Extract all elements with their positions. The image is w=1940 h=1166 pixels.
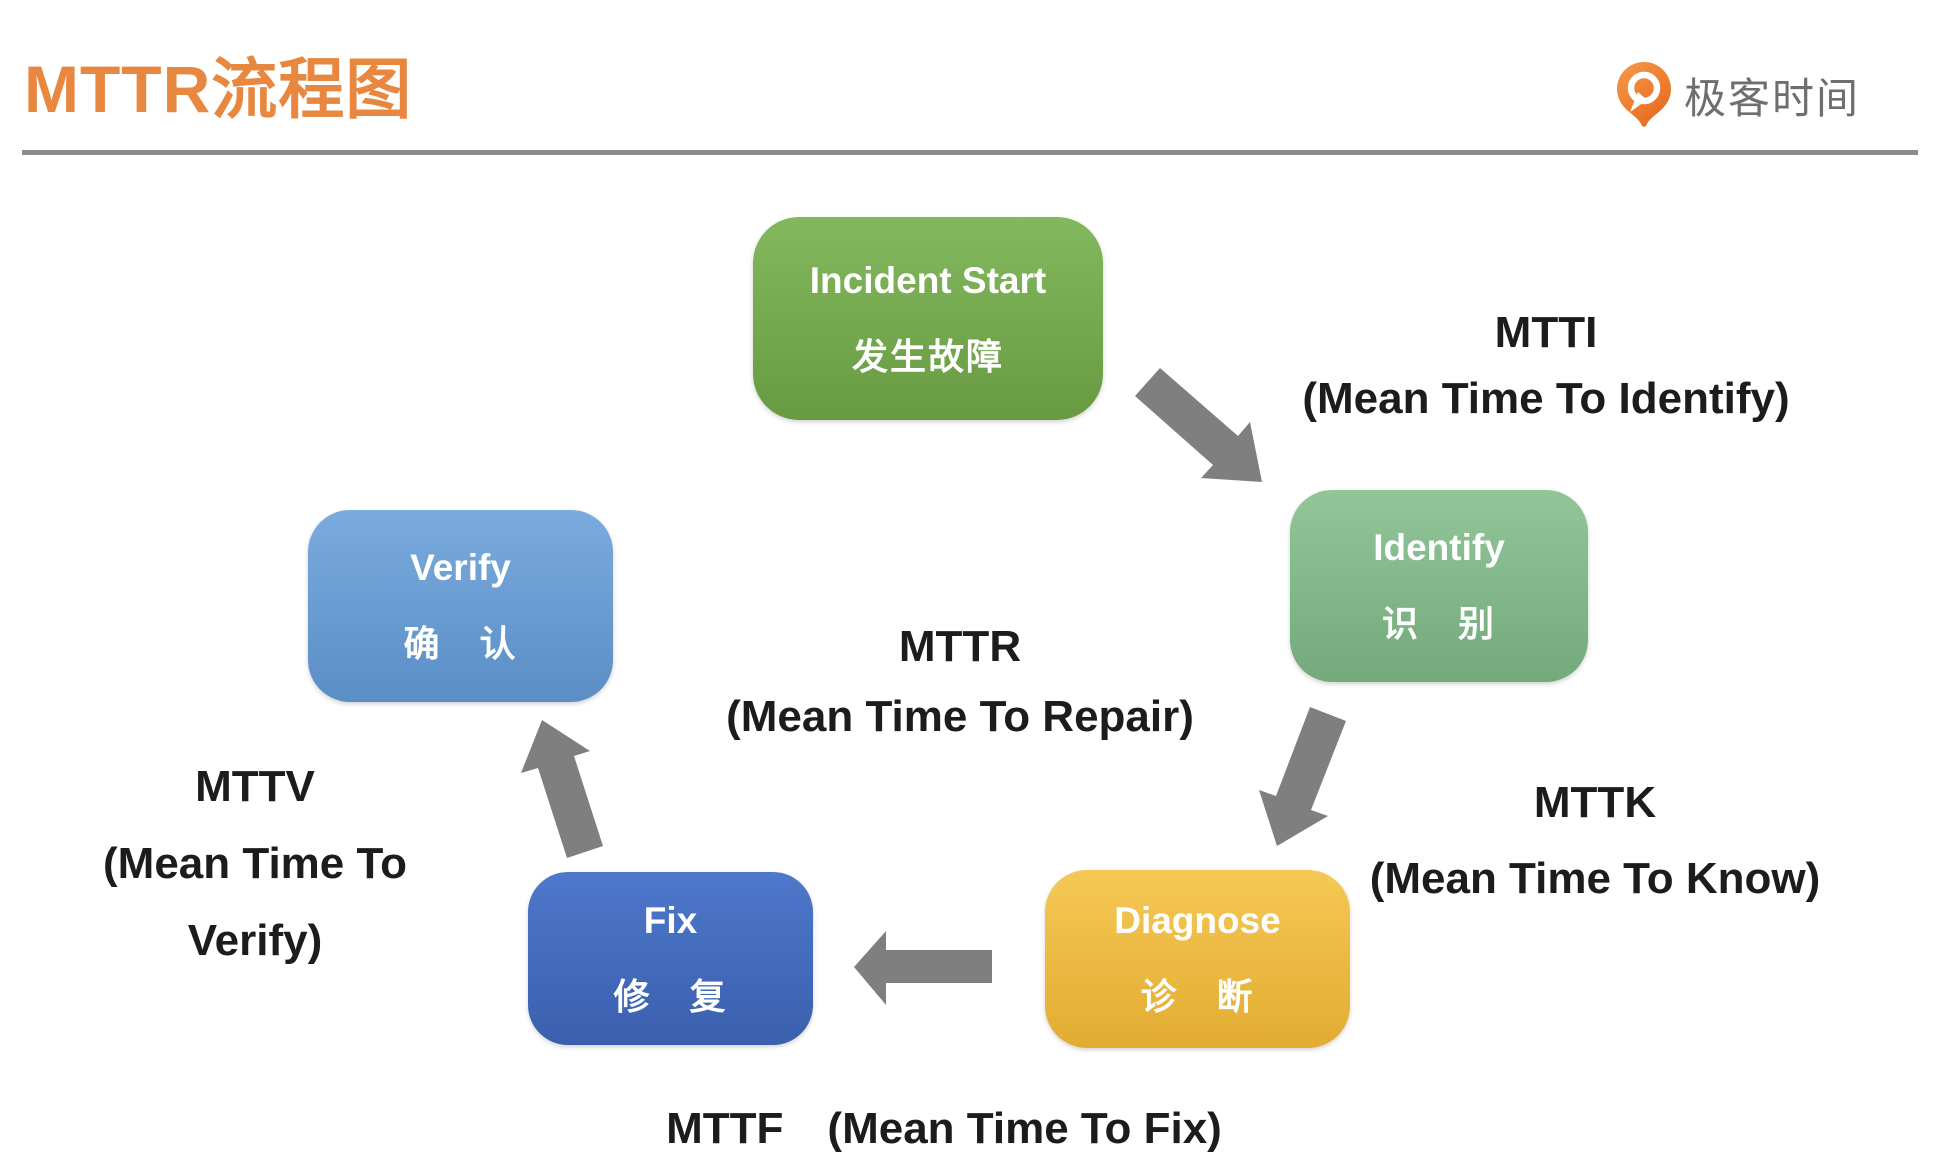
- arrow-incident-to-identify: [1135, 368, 1262, 482]
- node-incident-start-label-zh: 发生故障: [851, 335, 1004, 377]
- page-title: MTTR流程图: [24, 52, 413, 126]
- arrow-fix-to-verify: [521, 720, 603, 858]
- label-mttv: MTTV (Mean Time To Verify): [25, 748, 485, 979]
- label-mttv-abbr: MTTV: [195, 762, 315, 811]
- node-diagnose-label-en: Diagnose: [1114, 900, 1281, 941]
- node-incident-start-label-en: Incident Start: [809, 259, 1047, 301]
- label-mtti: MTTI (Mean Time To Identify): [1286, 300, 1806, 432]
- node-identify-label-en: Identify: [1373, 527, 1505, 568]
- node-incident-start: Incident Start 发生故障: [753, 217, 1103, 420]
- geektime-logo-text: 极客时间: [1683, 74, 1860, 122]
- node-identify: Identify 识 别: [1290, 490, 1588, 682]
- node-verify: Verify 确 认: [308, 510, 613, 702]
- label-mttk-full: (Mean Time To Know): [1369, 854, 1821, 903]
- arrow-diagnose-to-fix: [854, 931, 992, 1005]
- node-verify-label-en: Verify: [410, 547, 511, 588]
- label-mttr-full: (Mean Time To Repair): [726, 692, 1194, 741]
- arrow-identify-to-diagnose: [1259, 707, 1346, 846]
- label-mttv-full-2: Verify): [187, 916, 323, 965]
- label-mttv-full-1: (Mean Time To: [103, 839, 407, 888]
- label-mttf-text: MTTF (Mean Time To Fix): [666, 1104, 1222, 1153]
- label-mttf: MTTF (Mean Time To Fix): [604, 1103, 1284, 1155]
- node-identify-label-zh: 识 别: [1381, 603, 1496, 644]
- header-divider: [22, 150, 1918, 155]
- label-mtti-full: (Mean Time To Identify): [1302, 374, 1790, 423]
- geektime-pin-icon: [1616, 62, 1671, 127]
- node-fix: Fix 修 复: [528, 872, 813, 1045]
- node-verify-label-zh: 确 认: [403, 623, 518, 664]
- node-fix-label-zh: 修 复: [613, 975, 728, 1017]
- geektime-logo: 极客时间: [1616, 62, 1860, 128]
- label-mttr-abbr: MTTR: [898, 622, 1022, 671]
- label-mtti-abbr: MTTI: [1494, 308, 1598, 357]
- node-diagnose: Diagnose 诊 断: [1045, 870, 1350, 1048]
- label-mttk: MTTK (Mean Time To Know): [1335, 765, 1855, 917]
- label-mttr: MTTR (Mean Time To Repair): [700, 612, 1220, 752]
- node-diagnose-label-zh: 诊 断: [1140, 976, 1255, 1017]
- label-mttk-abbr: MTTK: [1533, 778, 1657, 827]
- node-fix-label-en: Fix: [643, 899, 698, 941]
